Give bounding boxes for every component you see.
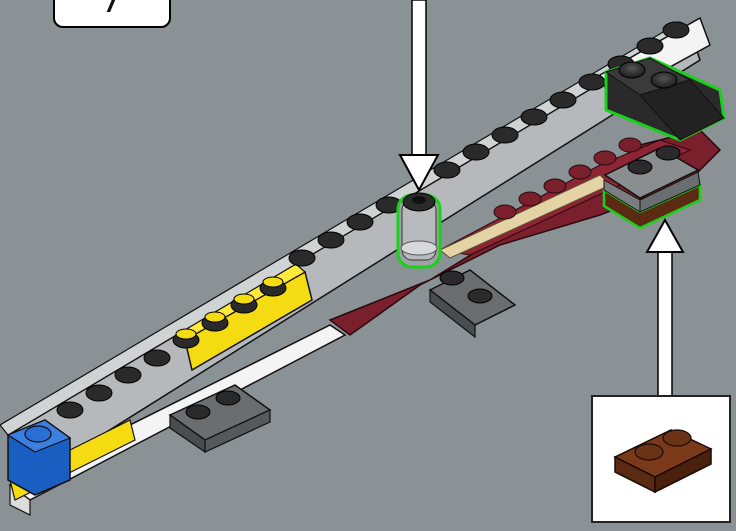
step-number-box: 7 <box>53 0 171 28</box>
blue-end-brick <box>8 420 70 495</box>
brown-plate-part-icon <box>593 397 729 521</box>
round-brick-new-part <box>398 193 440 267</box>
dark-gray-plate-center <box>430 270 515 337</box>
arrow-up-to-brown-plate <box>647 220 683 396</box>
arrow-down-to-round-brick <box>400 0 438 190</box>
step-number: 7 <box>55 0 169 24</box>
black-slope-brick-new-part <box>606 58 724 140</box>
dark-gray-plate-left <box>170 385 270 452</box>
parts-list-box <box>591 395 731 523</box>
beam-studs <box>57 22 689 418</box>
